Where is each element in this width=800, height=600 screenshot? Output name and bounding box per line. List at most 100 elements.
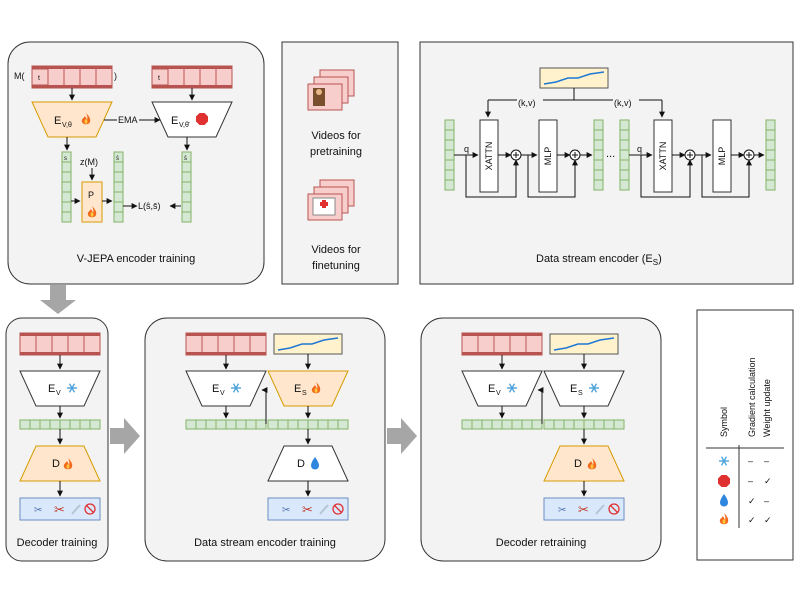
mask-token: t <box>38 75 40 82</box>
loss-label: L(ŝ,s̄) <box>138 201 161 211</box>
decoder-label: D <box>297 458 305 470</box>
data-stream-chart <box>549 333 619 355</box>
legend-col-grad: Gradient calculation <box>747 357 757 437</box>
mid-tokens-2 <box>619 119 630 191</box>
mlp-label-1: MLP <box>543 147 553 166</box>
person-image <box>313 88 325 106</box>
mlp-block-2 <box>712 119 732 193</box>
context-tokens <box>61 151 72 223</box>
surgical-tools-icon <box>19 497 101 521</box>
target-encoder <box>151 101 233 138</box>
video-film <box>185 332 267 356</box>
decoder-label: D <box>574 458 582 470</box>
video-encoder-label: E <box>48 383 55 395</box>
ds-encoder-label: E <box>294 383 301 395</box>
kv-label-2: (k,v) <box>614 98 632 108</box>
output-tokens <box>765 119 776 191</box>
ds-encoder-label: E <box>570 383 577 395</box>
stop-icon <box>196 113 208 125</box>
context-token-tag: s <box>64 156 67 162</box>
legend-row1-weight: – <box>764 456 769 466</box>
stream-tokens <box>543 419 625 430</box>
legend-row4-weight: ✓ <box>764 515 772 525</box>
pretrain-line2: pretraining <box>310 146 362 158</box>
video-encoder <box>185 370 267 407</box>
video-encoder-label: E <box>212 383 219 395</box>
predictor <box>81 181 103 223</box>
legend-row3-grad: ✓ <box>748 496 756 506</box>
mlp-label-2: MLP <box>717 147 727 166</box>
data-stream-panel: (k,v) (k,v) q XATTN MLP ... q XATTN <box>419 41 794 285</box>
legend-col-weight: Weight update <box>762 379 772 437</box>
q-label-2: q <box>637 144 642 154</box>
decoder <box>19 445 101 482</box>
video-encoder-sub: V <box>220 390 225 397</box>
decoder-label: D <box>52 458 60 470</box>
legend-row2-weight: ✓ <box>764 476 772 486</box>
ds-caption: Data stream encoder (ES) <box>536 253 662 267</box>
ds-encoder-sub: S <box>302 390 307 397</box>
target-encoder-label: E <box>171 115 178 127</box>
ema-label: EMA <box>118 115 138 125</box>
vjepa-caption: V-JEPA encoder training <box>77 253 195 265</box>
decoder <box>267 445 349 482</box>
video-film <box>19 332 101 356</box>
predicted-tokens <box>113 151 124 223</box>
ellipsis: ... <box>606 148 615 160</box>
finetune-line1: Videos for <box>311 244 361 256</box>
mask-suffix: ) <box>114 71 117 81</box>
video-tokens <box>19 419 101 430</box>
context-encoder-sub: V,θ <box>62 122 72 129</box>
decoder-training-caption: Decoder training <box>17 537 98 549</box>
ds-encoder-sub: S <box>578 390 583 397</box>
xattn-label-1: XATTN <box>484 142 494 171</box>
video-encoder-sub: V <box>56 390 61 397</box>
xattn-block-1 <box>479 119 499 193</box>
predictor-label: P <box>88 190 94 200</box>
xattn-block-2 <box>653 119 673 193</box>
target-encoder-sub: V,θ̄ <box>179 122 190 129</box>
z-label: z(M) <box>80 157 98 167</box>
videos-panel: Videos for pretraining Videos for finetu… <box>281 41 399 285</box>
query-tokens <box>444 119 455 191</box>
surgical-tools-icon <box>543 497 625 521</box>
decoder <box>543 445 625 482</box>
video-tokens <box>185 419 267 430</box>
stop-icon <box>718 475 730 487</box>
predicted-token-tag: ŝ <box>116 156 119 162</box>
decoder-retraining-caption: Decoder retraining <box>496 537 587 549</box>
legend-row1-grad: – <box>748 456 753 466</box>
data-stream-encoder <box>543 370 625 407</box>
legend-panel: Symbol Gradient calculation Weight updat… <box>696 309 794 561</box>
surgical-tools-icon <box>267 497 349 521</box>
stream-tokens <box>267 419 349 430</box>
video-encoder-sub: V <box>496 390 501 397</box>
flow-arrow-down <box>40 285 76 314</box>
mask-prefix: M( <box>14 71 25 81</box>
flow-arrow-right-2 <box>387 418 417 454</box>
ds-training-panel: E V E S D Data stream encoder training <box>144 317 386 562</box>
mid-tokens <box>593 119 604 191</box>
data-stream-chart <box>539 67 609 89</box>
pretrain-line1: Videos for <box>311 130 361 142</box>
context-encoder <box>31 101 113 138</box>
target-token-tag: s̄ <box>184 156 187 162</box>
decoder-retraining-panel: E V E S D Decoder retraining <box>420 317 662 562</box>
ds-training-caption: Data stream encoder training <box>194 537 336 549</box>
video-tokens <box>461 419 543 430</box>
finetune-line2: finetuning <box>312 260 360 272</box>
legend-row4-grad: ✓ <box>748 515 756 525</box>
context-encoder-label: E <box>54 115 61 127</box>
video-film <box>461 332 543 356</box>
video-encoder <box>461 370 543 407</box>
target-tokens <box>181 151 192 223</box>
data-stream-chart <box>273 333 343 355</box>
q-label-1: q <box>464 144 469 154</box>
data-stream-encoder <box>267 370 349 407</box>
legend-row3-weight: – <box>764 496 769 506</box>
flow-arrow-right-1 <box>110 418 140 454</box>
vjepa-panel: M( t ) t E V,θ E V,θ̄ EMA s ŝ s̄ z(M) P <box>7 41 265 285</box>
decoder-training-panel: E V D Decoder training <box>5 317 109 562</box>
video-encoder <box>19 370 101 407</box>
